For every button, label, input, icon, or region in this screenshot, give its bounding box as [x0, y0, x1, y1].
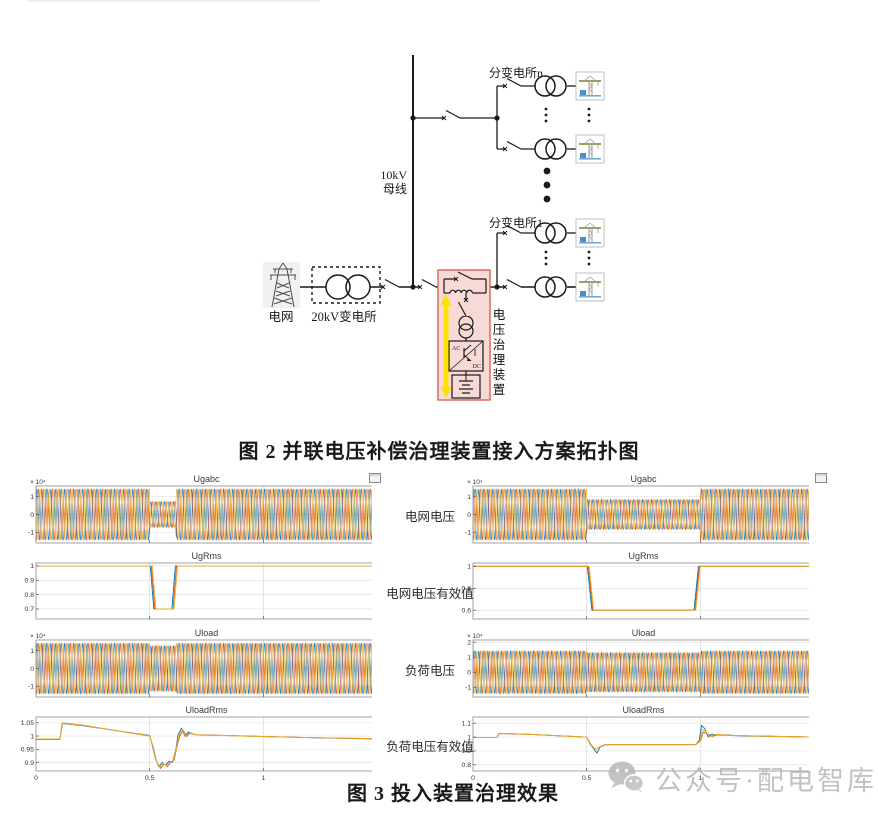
y-tick-label: 0 — [30, 666, 34, 673]
substation-box — [311, 266, 381, 304]
x-tick-label: 0.5 — [582, 775, 592, 782]
y-tick-label: 0 — [467, 670, 471, 677]
bus-label-1: 10kV — [380, 168, 407, 182]
y-tick-label: -1 — [465, 530, 471, 537]
battery-box — [451, 374, 481, 399]
wechat-icon — [608, 761, 645, 793]
y-tick-label: 0.9 — [25, 760, 35, 767]
scope-title: Ugabc — [630, 474, 657, 484]
scope-title: Uload — [632, 628, 656, 638]
row-label-grid-voltage: 电网电压 — [404, 510, 455, 524]
scope-canvas: 1 0.9 0.8 0.7 UgRms — [25, 551, 378, 620]
converter-ac-label: AC — [452, 346, 460, 352]
scope-exp-label: × 10⁴ — [467, 633, 483, 640]
y-tick-label: 0 — [30, 512, 34, 519]
scope-left-ugabc: 1 0 -1 Ugabc × 10⁴ — [14, 470, 378, 557]
row-label-grid-rms: 电网电压有效值 — [386, 587, 474, 601]
y-tick-label: 0.8 — [462, 586, 472, 593]
y-tick-label: 1 — [467, 564, 471, 571]
x-tick-label: 0 — [34, 775, 38, 782]
y-tick-label: 0.6 — [462, 608, 472, 615]
scope-title: UgRms — [191, 551, 222, 561]
scope-exp-label: × 10⁴ — [30, 633, 46, 640]
watermark-text: 公众号·配电智库 — [655, 765, 877, 796]
y-tick-label: 0.95 — [21, 747, 34, 754]
y-tick-label: -1 — [28, 530, 34, 537]
figure2-caption: 图 2 并联电压补偿治理装置接入方案拓扑图 — [238, 441, 640, 463]
y-tick-label: 1 — [30, 733, 34, 740]
row-label-load-rms: 负荷电压有效值 — [386, 740, 474, 754]
x-tick-label: 0.5 — [145, 775, 155, 782]
x-tick-label: 1 — [261, 775, 265, 782]
bus-label-2: 母线 — [383, 182, 407, 196]
scope-window-icon — [369, 473, 381, 483]
scope-left-uload: 1 0 -1 Uload × 10⁴ — [14, 625, 378, 709]
y-tick-label: -1 — [465, 685, 471, 692]
scope-canvas: 1 0.8 0.6 UgRms — [462, 551, 815, 620]
watermark: 公众号·配电智库 — [606, 758, 877, 798]
switches — [380, 77, 522, 317]
scope-window-icon — [815, 473, 827, 483]
top-divider — [28, 0, 320, 2]
topology-svg: 10kV 母线 分变电所n 分变电所1 — [263, 55, 605, 401]
x-tick-label: 0 — [471, 775, 475, 782]
scope-title: UgRms — [628, 551, 659, 561]
sub-1-label: 分变电所1 — [489, 215, 543, 230]
y-tick-label: 0 — [467, 512, 471, 519]
bypass-inductor — [449, 289, 473, 294]
y-tick-label: 1 — [30, 494, 34, 501]
scope-canvas: 1 0 -1 Uload × 10⁴ — [28, 628, 378, 698]
x-tick-label: 1 — [698, 775, 702, 782]
grid-tower-icon — [263, 262, 300, 308]
scope-canvas: 1.110.90.800.511.5UloadRms — [462, 705, 819, 782]
y-tick-label: 0.8 — [25, 592, 35, 599]
scope-title: UloadRms — [622, 705, 665, 715]
y-tick-label: 0.9 — [25, 578, 35, 585]
y-tick-label: 1.05 — [21, 720, 34, 727]
scope-right-ugrms: 1 0.8 0.6 UgRms — [451, 548, 815, 631]
grid-label: 电网 — [268, 310, 293, 324]
scope-right-uloadrms: 1.110.90.800.511.5UloadRms — [451, 702, 819, 797]
y-tick-label: 1 — [30, 563, 34, 570]
row-label-load-voltage: 负荷电压 — [404, 664, 455, 678]
scope-right-uload: 2 1 0 -1 Uload × 10⁴ — [451, 625, 815, 709]
y-tick-label: 0.9 — [462, 748, 472, 755]
y-tick-label: 0.8 — [462, 762, 472, 769]
scope-canvas: 2 1 0 -1 Uload × 10⁴ — [465, 628, 815, 698]
y-tick-label: 2 — [467, 640, 471, 647]
scope-left-ugrms: 1 0.9 0.8 0.7 UgRms — [14, 548, 378, 631]
y-tick-label: 1 — [467, 734, 471, 741]
y-tick-label: -1 — [28, 684, 34, 691]
scope-title: Ugabc — [193, 474, 220, 484]
y-tick-label: 1 — [30, 648, 34, 655]
converter-dc-label: DC — [473, 364, 481, 370]
sub-n-label: 分变电所n — [489, 65, 543, 80]
scope-canvas: 1 0 -1 Ugabc × 10⁴ — [465, 474, 815, 544]
scope-exp-label: × 10⁴ — [30, 479, 46, 486]
topology-diagram: 10kV 母线 分变电所n 分变电所1 — [263, 55, 605, 401]
scope-canvas: 1 0 -1 Ugabc × 10⁴ — [28, 474, 378, 544]
scope-exp-label: × 10⁴ — [467, 479, 483, 486]
ellipsis-dots — [543, 107, 591, 266]
scope-right-ugabc: 1 0 -1 Ugabc × 10⁴ — [451, 470, 815, 557]
device-label: 电压治理装置 — [490, 308, 505, 398]
figure3-caption: 图 3 投入装置治理效果 — [347, 783, 559, 805]
scope-title: Uload — [195, 628, 219, 638]
junction-dots — [410, 115, 500, 290]
y-tick-label: 0.7 — [25, 606, 35, 613]
y-tick-label: 1 — [467, 494, 471, 501]
scope-title: UloadRms — [185, 705, 228, 715]
substation-label: 20kV变电所 — [311, 309, 376, 324]
power-flow-arrow — [440, 294, 452, 398]
y-tick-label: 1 — [467, 655, 471, 662]
y-tick-label: 1.1 — [462, 721, 472, 728]
